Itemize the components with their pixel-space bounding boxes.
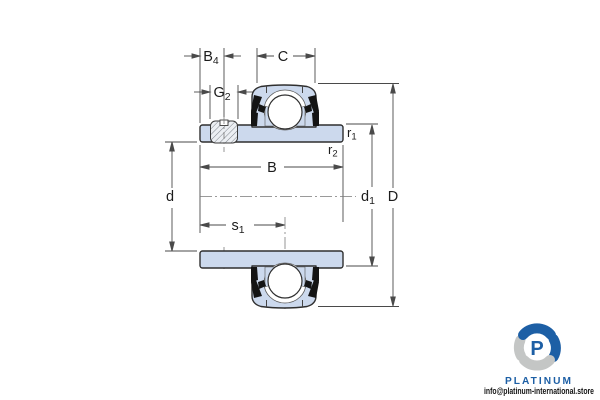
grub-screw [210,117,238,152]
ball-lower [267,263,303,299]
seal-lower-right [304,267,319,298]
seal-lower-left [251,267,266,298]
contact-email: info@platinum-international.store [484,386,594,396]
dim-label-d: d [166,189,174,205]
logo-monogram-p: P [530,338,543,360]
dimension-labels: B4 G2 C B s1 d d1 D r1 r2 [166,49,398,236]
logo-wordmark: PLATINUM [505,376,573,387]
platinum-logo: P PLATINUM info@platinum-international.s… [484,323,594,396]
logo-swirl-icon [513,323,561,371]
seal-upper-left [251,95,266,126]
dim-label-r2: r2 [328,142,338,160]
dim-label-b4: B4 [203,49,219,67]
dim-label-g2: G2 [213,85,230,103]
dim-label-D: D [388,189,398,205]
dim-label-b: B [267,160,277,176]
bearing-internals-upper [251,86,319,131]
ball-upper [267,94,303,130]
seal-upper-right [304,95,319,126]
dim-label-d1: d1 [361,189,375,207]
dim-label-s1: s1 [231,218,244,236]
dimension-lines [165,48,399,307]
dim-label-c: C [278,49,288,65]
dim-label-r1: r1 [347,125,357,143]
bearing-internals-lower [251,262,319,307]
